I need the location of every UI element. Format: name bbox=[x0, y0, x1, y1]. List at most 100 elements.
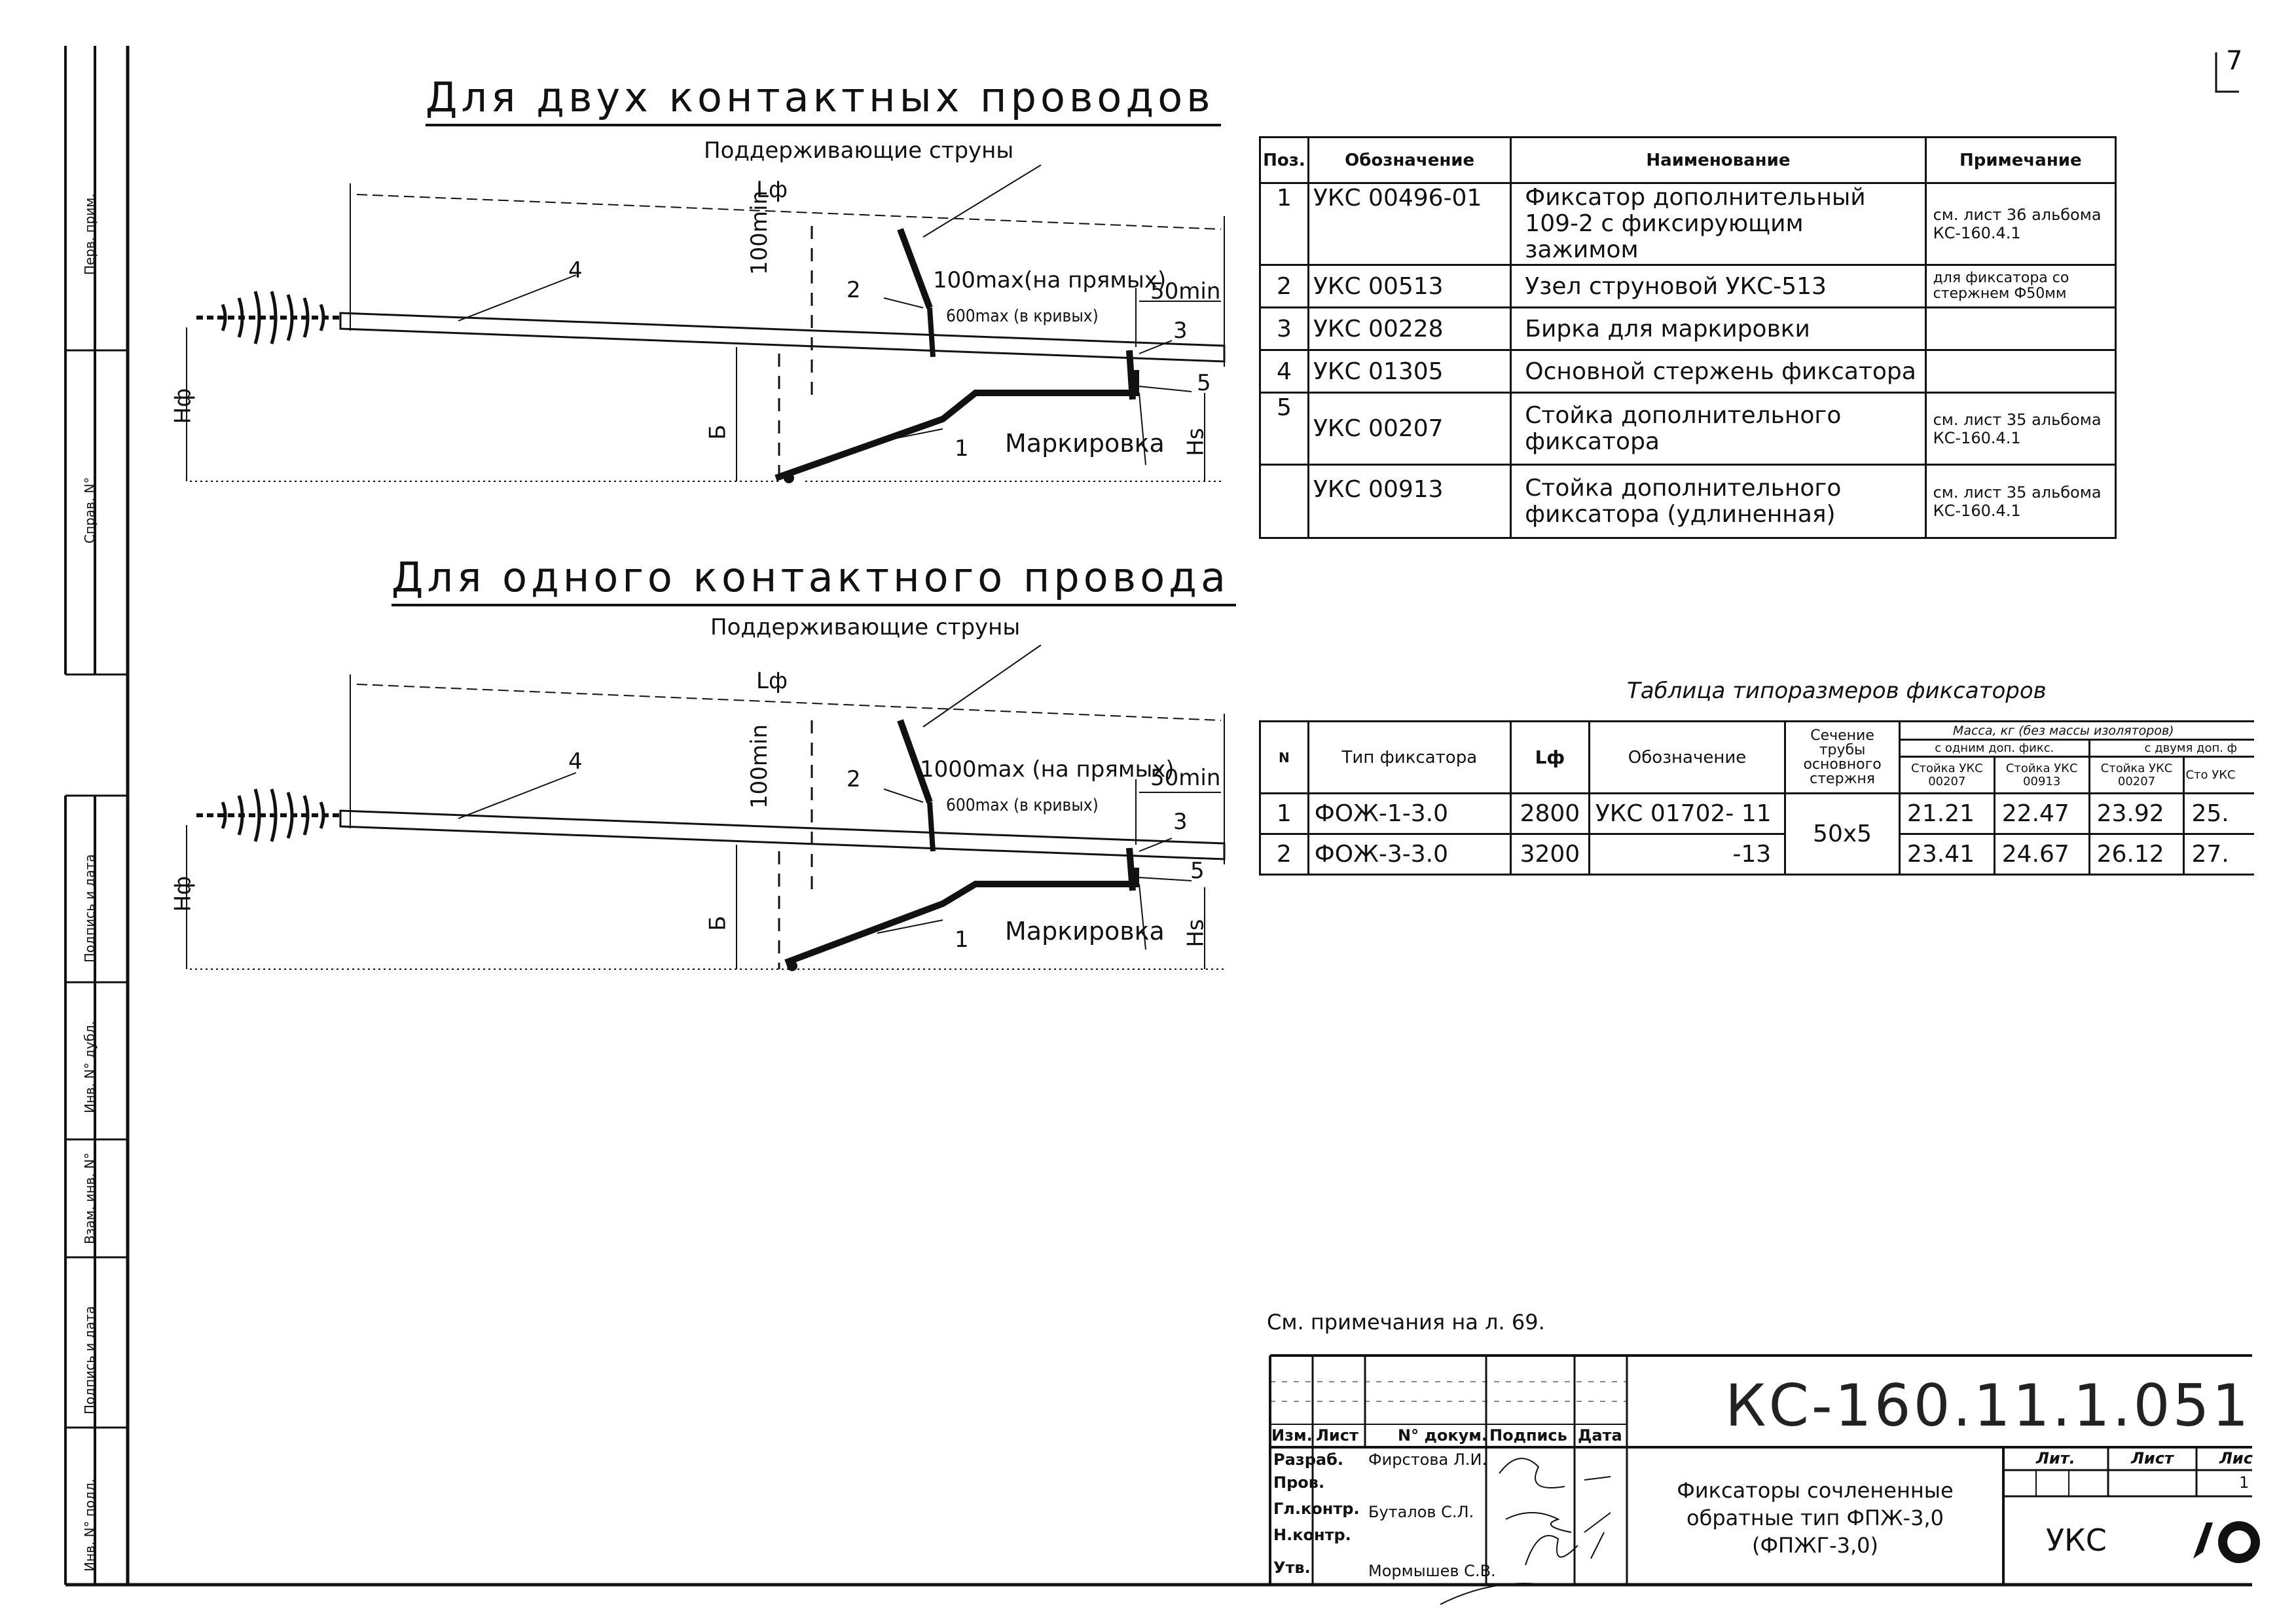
spec-header-pos: Поз. bbox=[1259, 136, 1309, 184]
spec-note bbox=[1924, 306, 2117, 351]
stamp-lit: Лит. bbox=[2036, 1449, 2075, 1467]
spec-code: УКС 00513 bbox=[1307, 264, 1512, 308]
spec-code: УКС 00228 bbox=[1307, 306, 1512, 351]
size-header-code: Обозначение bbox=[1588, 720, 1787, 794]
section2-marking: Маркировка bbox=[1005, 917, 1165, 946]
page-number: 7 bbox=[2226, 46, 2243, 76]
table-row: 4 УКС 01305 Основной стержень фиксатора bbox=[1259, 349, 2117, 394]
spec-pos bbox=[1259, 464, 1309, 539]
table-row: 2 ФОЖ-3-3.0 3200 -13 23.41 24.67 26.12 2… bbox=[1259, 833, 2254, 876]
note-text: См. примечания на л. 69. bbox=[1267, 1310, 1545, 1335]
table-row: 1 ФОЖ-1-3.0 2800 УКС 01702- 11 50x5 21.2… bbox=[1259, 792, 2254, 876]
spec-pos: 2 bbox=[1259, 264, 1309, 308]
size-header-two: с двумя доп. ф bbox=[2088, 739, 2254, 758]
spec-header-note: Примечание bbox=[1924, 136, 2117, 184]
spec-code: УКС 00496-01 bbox=[1307, 182, 1512, 266]
size-l: 3200 bbox=[1509, 833, 1590, 876]
section2-dim-straight: 1000max (на прямых) bbox=[920, 756, 1175, 783]
spec-pos: 1 bbox=[1259, 182, 1309, 266]
stamp-doc-code: КС-160.11.1.051 bbox=[1725, 1372, 2251, 1439]
size-m3: 23.92 bbox=[2088, 792, 2185, 835]
stamp-role: Разраб. bbox=[1273, 1450, 1343, 1469]
stamp-header-date: Дата bbox=[1578, 1426, 1622, 1445]
section1-title: Для двух контактных проводов bbox=[426, 73, 1221, 126]
spec-code: УКС 00207 bbox=[1307, 392, 1512, 466]
section1-dim-straight: 100max(на прямых) bbox=[933, 267, 1167, 293]
size-table: N Тип фиксатора Lф Обозначение Сечение т… bbox=[1259, 720, 2254, 876]
table-row: УКС 00913 Стойка дополнительного фиксато… bbox=[1259, 464, 2117, 539]
spec-name: Основной стержень фиксатора bbox=[1510, 349, 1927, 394]
size-header-c3: Стойка УКС 00207 bbox=[2088, 756, 2185, 794]
spec-name: Узел струновой УКС-513 bbox=[1510, 264, 1927, 308]
size-header-mass: Масса, кг (без массы изоляторов) bbox=[1898, 720, 2254, 741]
size-code: УКС 01702- 11 bbox=[1588, 792, 1787, 835]
size-n: 2 bbox=[1259, 833, 1309, 876]
stamp-header-doc: N° докум. bbox=[1398, 1426, 1487, 1445]
section2-dim-curve: 600max (в кривых) bbox=[946, 796, 1099, 815]
spec-header-name: Наименование bbox=[1510, 136, 1927, 184]
section1-dim-l: Lф bbox=[756, 177, 788, 203]
size-m2: 22.47 bbox=[1993, 792, 2090, 835]
table-row: 1 УКС 00496-01 Фиксатор дополнительный 1… bbox=[1259, 182, 2117, 266]
stamp-header-izm: Изм. bbox=[1271, 1426, 1313, 1445]
spec-note: см. лист 35 альбома КС-160.4.1 bbox=[1924, 392, 2117, 466]
size-table-title: Таблица типоразмеров фиксаторов bbox=[1627, 678, 2047, 704]
spec-header-code: Обозначение bbox=[1307, 136, 1512, 184]
spec-name: Бирка для маркировки bbox=[1510, 306, 1927, 351]
stamp-title: Фиксаторы сочлененные обратные тип ФПЖ-3… bbox=[1677, 1478, 1954, 1558]
table-row: 2 УКС 00513 Узел струновой УКС-513 для ф… bbox=[1259, 264, 2117, 308]
section1-strings-label: Поддерживающие струны bbox=[704, 138, 1014, 164]
size-m2: 24.67 bbox=[1993, 833, 2090, 876]
size-m3: 26.12 bbox=[2088, 833, 2185, 876]
section2-title: Для одного контактного провода bbox=[392, 553, 1236, 606]
size-header-n: N bbox=[1259, 720, 1309, 794]
size-type: ФОЖ-3-3.0 bbox=[1307, 833, 1512, 876]
size-m4: 25. bbox=[2183, 792, 2254, 835]
spec-note: см. лист 35 альбома КС-160.4.1 bbox=[1924, 464, 2117, 539]
spec-table: Поз. Обозначение Наименование Примечание… bbox=[1259, 136, 2117, 539]
spec-note: для фиксатора со стержнем Ф50мм bbox=[1924, 264, 2117, 308]
stamp-sheet: Лист bbox=[2131, 1449, 2174, 1467]
size-header-section: Сечение трубы основного стержня bbox=[1784, 720, 1901, 794]
size-header-l: Lф bbox=[1509, 720, 1590, 794]
size-m1: 23.41 bbox=[1898, 833, 1995, 876]
table-row: 5 УКС 00207 Стойка дополнительного фикса… bbox=[1259, 392, 2117, 466]
size-m4: 27. bbox=[2183, 833, 2254, 876]
stamp-name: Фирстова Л.И. bbox=[1368, 1450, 1487, 1469]
section2-callout-4: 4 bbox=[568, 748, 583, 775]
size-header-one: с одним доп. фикс. bbox=[1898, 739, 2090, 758]
table-row: 3 УКС 00228 Бирка для маркировки bbox=[1259, 306, 2117, 351]
insulator-icon bbox=[196, 291, 340, 344]
stamp-header-signature: Подпись bbox=[1489, 1426, 1567, 1445]
stamp-role: Утв. bbox=[1273, 1559, 1311, 1577]
section1-callout-2: 2 bbox=[847, 277, 861, 303]
spec-pos: 5 bbox=[1259, 392, 1309, 466]
stamp-sheet-value: 1 bbox=[2239, 1473, 2250, 1492]
size-n: 1 bbox=[1259, 792, 1309, 835]
size-table-wrapper: N Тип фиксатора Lф Обозначение Сечение т… bbox=[1259, 720, 2254, 900]
stamp-name: Буталов С.Л. bbox=[1368, 1503, 1474, 1521]
section2-callout-5: 5 bbox=[1190, 858, 1205, 884]
section1-callout-4: 4 bbox=[568, 257, 583, 284]
spec-code: УКС 00913 bbox=[1307, 464, 1512, 539]
spec-note: см. лист 36 альбома КС-160.4.1 bbox=[1924, 182, 2117, 266]
stamp-org: УКС bbox=[2046, 1522, 2107, 1558]
section2-callout-3: 3 bbox=[1173, 809, 1188, 835]
section2-dim-l: Lф bbox=[756, 668, 788, 694]
size-section: 50x5 bbox=[1784, 792, 1901, 876]
section1-callout-3: 3 bbox=[1173, 318, 1188, 344]
section2-strings-label: Поддерживающие струны bbox=[710, 614, 1021, 640]
stamp-sheets: Лис bbox=[2219, 1449, 2253, 1467]
section1-callout-1: 1 bbox=[955, 435, 969, 462]
section1-dim-curve: 600max (в кривых) bbox=[946, 306, 1099, 326]
org-logo-icon bbox=[2193, 1521, 2260, 1563]
insulator-icon bbox=[196, 788, 340, 842]
section2-dim-50min: 50min bbox=[1150, 765, 1221, 791]
stamp-header-list: Лист bbox=[1316, 1426, 1358, 1445]
size-l: 2800 bbox=[1509, 792, 1590, 835]
spec-note bbox=[1924, 349, 2117, 394]
spec-name: Фиксатор дополнительный 109-2 с фиксирую… bbox=[1510, 182, 1927, 266]
spec-table-header: Поз. Обозначение Наименование Примечание bbox=[1259, 136, 2117, 184]
stamp-role: Пров. bbox=[1273, 1473, 1325, 1492]
